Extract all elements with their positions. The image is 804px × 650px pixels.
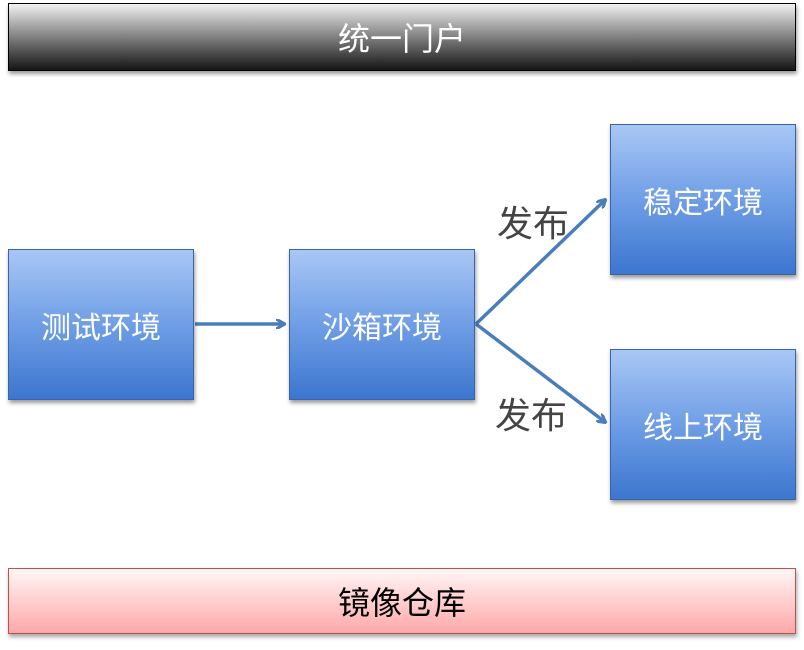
test-environment-node: 测试环境	[8, 249, 194, 400]
image-registry-bar: 镜像仓库	[8, 568, 796, 634]
stable-environment-label: 稳定环境	[643, 185, 763, 221]
publish-label-lower: 发布	[495, 396, 568, 437]
unified-portal-bar: 统一门户	[8, 3, 796, 71]
arrow-sandbox-to-stable	[474, 200, 605, 326]
online-environment-node: 线上环境	[610, 349, 796, 500]
sandbox-environment-label: 沙箱环境	[322, 310, 442, 346]
arrow-sandbox-to-online	[474, 322, 605, 422]
test-environment-label: 测试环境	[41, 310, 161, 346]
online-environment-label: 线上环境	[643, 410, 763, 446]
unified-portal-label: 统一门户	[337, 20, 466, 58]
publish-label-upper: 发布	[497, 204, 570, 245]
stable-environment-node: 稳定环境	[610, 124, 796, 275]
image-registry-label: 镜像仓库	[337, 584, 466, 622]
sandbox-environment-node: 沙箱环境	[289, 249, 475, 400]
